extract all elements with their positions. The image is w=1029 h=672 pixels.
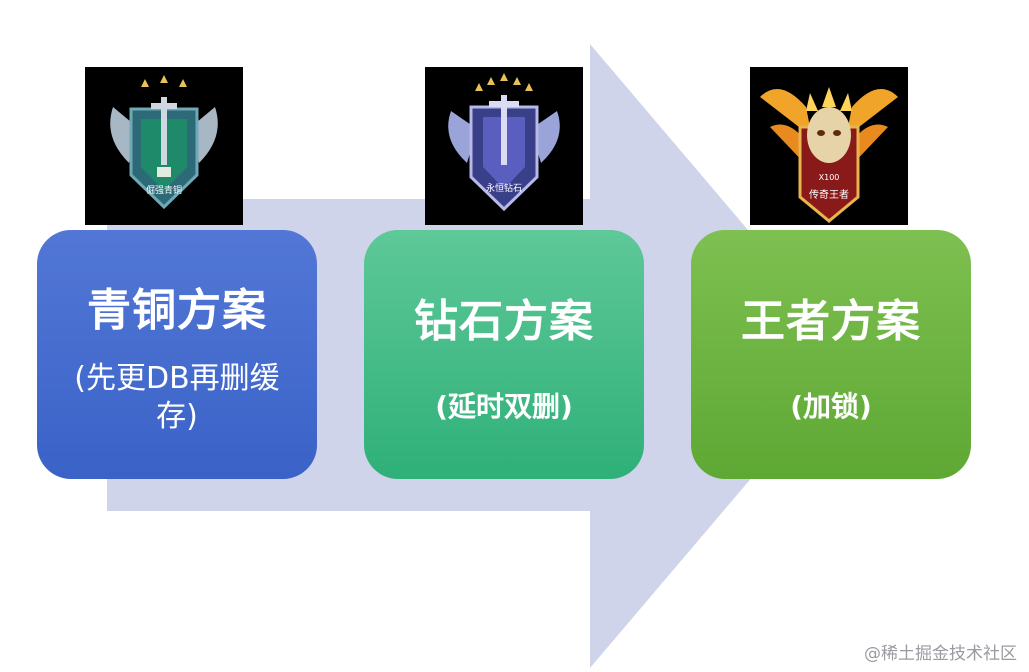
king-rank-badge: X100 传奇王者	[750, 67, 908, 225]
diamond-emblem-icon	[425, 67, 583, 225]
card-subtitle: (先更DB再删缓存)	[57, 360, 297, 436]
card-subtitle: (延时双删)	[435, 385, 573, 425]
badge-extra-label: X100	[750, 173, 908, 182]
card-title: 钻石方案	[414, 285, 594, 349]
diamond-rank-badge: 永恒钻石	[425, 67, 583, 225]
watermark: @稀土掘金技术社区	[864, 639, 1017, 664]
bronze-scheme-card: 青铜方案 (先更DB再删缓存)	[37, 230, 317, 479]
card-title: 青铜方案	[87, 274, 267, 338]
card-title: 王者方案	[741, 285, 921, 349]
bronze-rank-badge: 倔强青铜	[85, 67, 243, 225]
card-subtitle: (加锁)	[790, 385, 872, 425]
badge-label: 传奇王者	[750, 186, 908, 201]
badge-label: 倔强青铜	[85, 183, 243, 196]
bronze-emblem-icon	[85, 67, 243, 225]
king-emblem-icon	[750, 67, 908, 225]
badge-label: 永恒钻石	[425, 181, 583, 194]
diamond-scheme-card: 钻石方案 (延时双删)	[364, 230, 644, 479]
king-scheme-card: 王者方案 (加锁)	[691, 230, 971, 479]
